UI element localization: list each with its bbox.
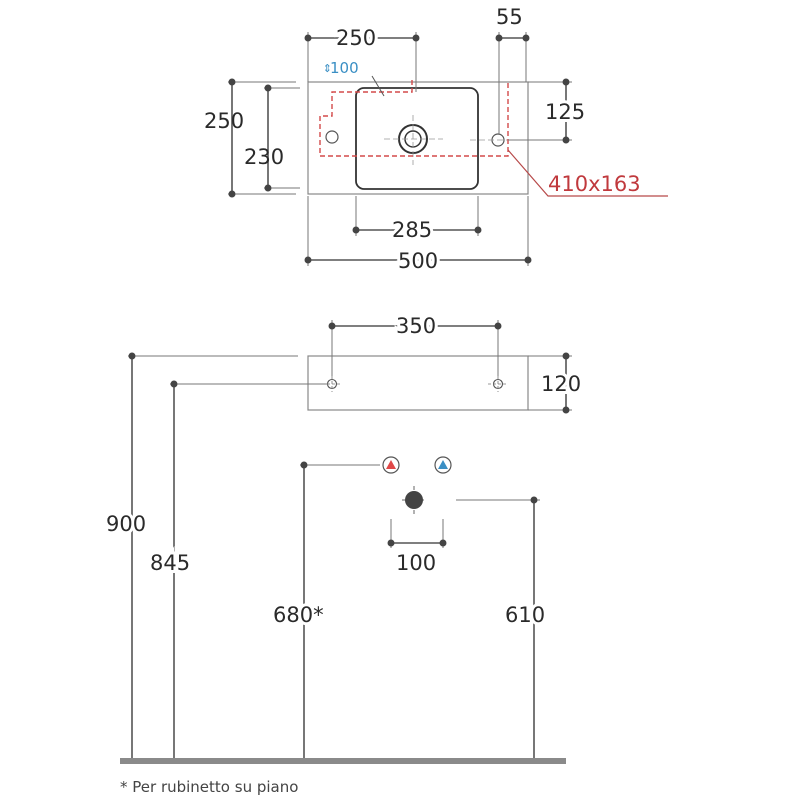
dim-waste-100: 100 xyxy=(330,59,359,77)
dim-bowl-offset: 250 xyxy=(336,26,376,50)
basin-front-outline xyxy=(307,355,529,411)
dim-supply-spacing: 100 xyxy=(396,551,436,575)
right-fixing-hole-icon xyxy=(488,376,508,392)
dim-tap-depth: 125 xyxy=(545,100,585,124)
dim-fixing-spacing: 350 xyxy=(396,314,436,338)
waste-dim-leader xyxy=(371,75,385,97)
dim-height-fixing: 845 xyxy=(150,551,190,575)
dim-depth-inner: 230 xyxy=(244,145,284,169)
front-view: 350 120 900 845 680* xyxy=(103,311,584,796)
dim-width-total: 500 xyxy=(398,249,438,273)
footnote: * Per rubinetto su piano xyxy=(120,778,298,796)
dim-tap-offset: 55 xyxy=(496,5,523,29)
dim-waste-height: 610 xyxy=(505,603,545,627)
cabinet-dashed-outline xyxy=(319,80,509,157)
basin-top-outline xyxy=(307,81,529,195)
left-hole-icon xyxy=(325,130,339,144)
dim-depth-total: 250 xyxy=(204,109,244,133)
cold-water-icon xyxy=(434,456,452,474)
hot-water-icon xyxy=(382,456,400,474)
floor-line xyxy=(120,758,566,764)
bowl-outline xyxy=(355,87,479,190)
dim-basin-height: 120 xyxy=(541,372,581,396)
drain-outlet-icon xyxy=(402,486,426,514)
waste-depth-arrow-icon: ⇕ xyxy=(323,62,332,75)
top-view: 410x163 250 55 100 ⇕ 250 230 125 xyxy=(204,5,668,276)
dim-height-top: 900 xyxy=(106,512,146,536)
cabinet-size-label: 410x163 xyxy=(548,172,641,196)
cabinet-leader-line xyxy=(507,149,668,197)
dim-supply-height: 680* xyxy=(273,603,324,627)
dim-bowl-width: 285 xyxy=(392,218,432,242)
